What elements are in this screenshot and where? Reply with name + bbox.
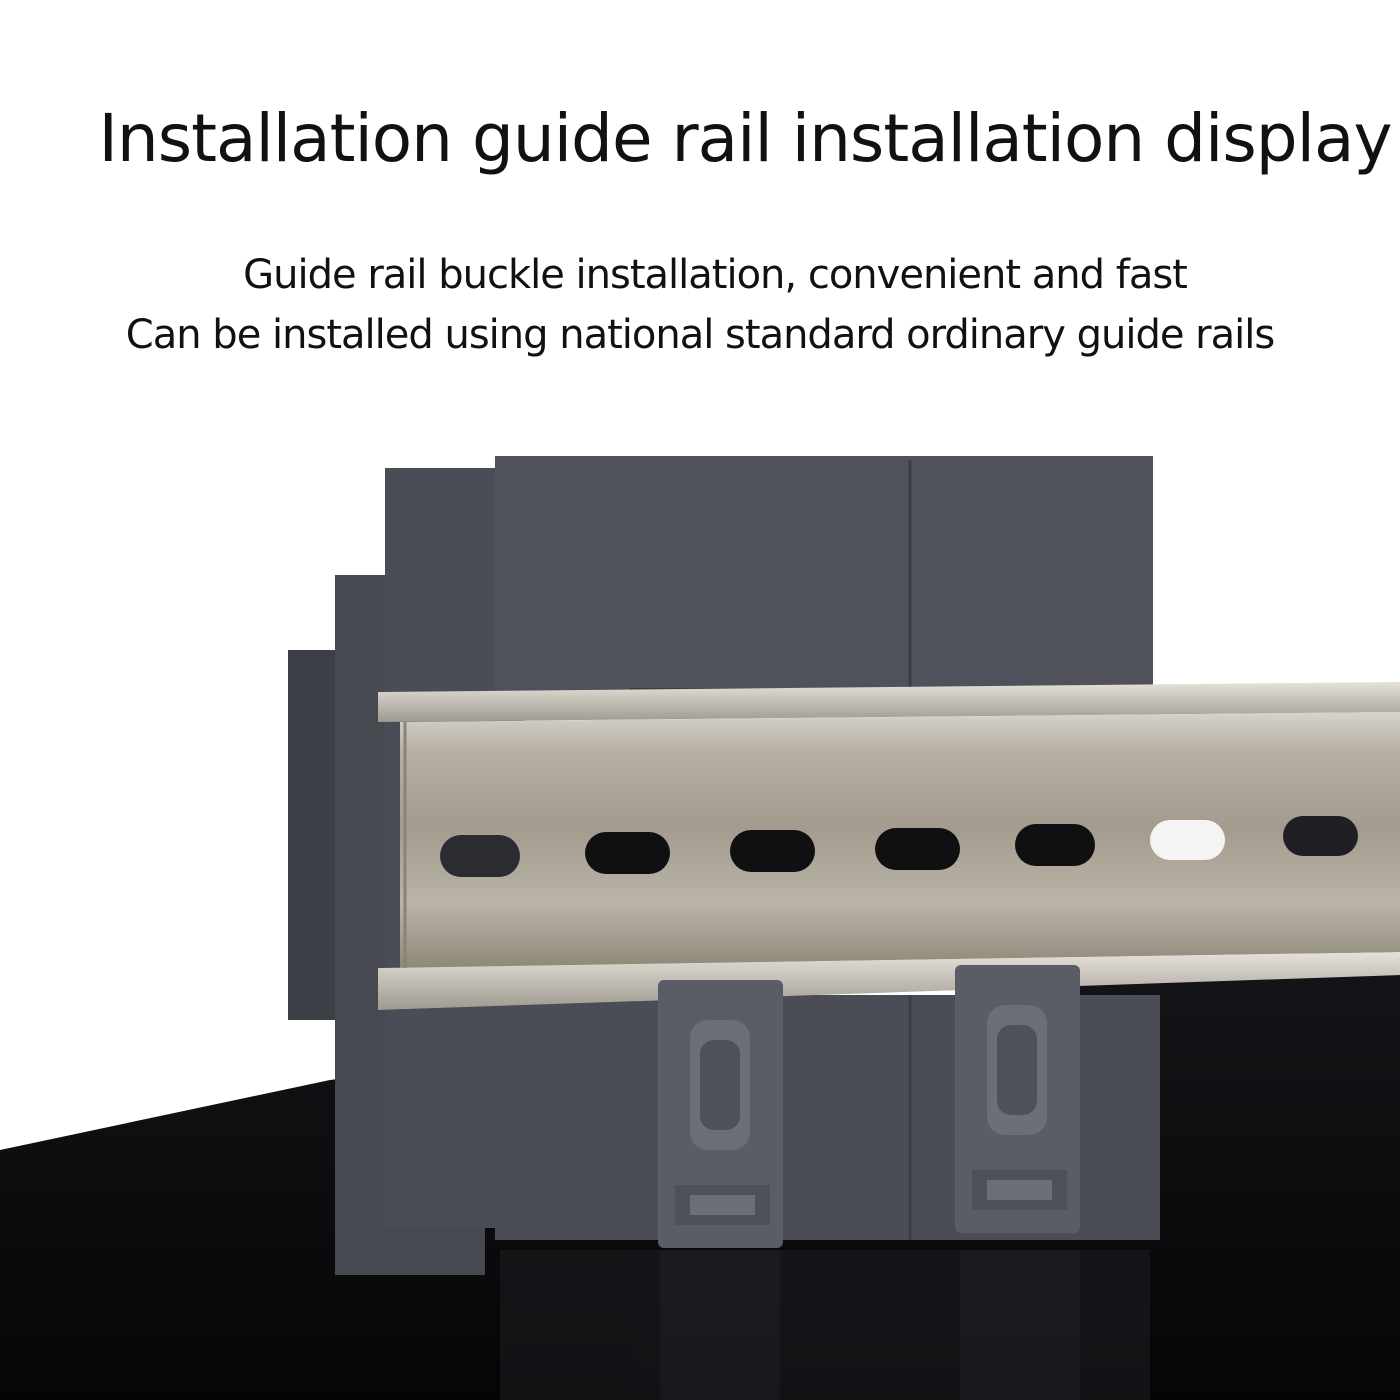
subtitle-line-2: Can be installed using national standard… xyxy=(125,312,1275,358)
rail-slot xyxy=(585,832,670,874)
rail-slot xyxy=(875,828,960,870)
subtitle-line-1: Guide rail buckle installation, convenie… xyxy=(243,252,1188,298)
din-clip-right xyxy=(955,965,1080,1233)
device-top-module xyxy=(495,456,1153,712)
rail-slot xyxy=(1150,820,1225,860)
din-rail xyxy=(378,682,1400,1010)
rail-slot xyxy=(1283,816,1358,856)
rail-slot xyxy=(1015,824,1095,866)
rail-slot xyxy=(440,835,520,877)
headline: Installation guide rail installation dis… xyxy=(98,100,1392,177)
din-clip-left xyxy=(658,980,783,1248)
rail-slot xyxy=(730,830,815,872)
device-reflection xyxy=(500,1250,1150,1400)
